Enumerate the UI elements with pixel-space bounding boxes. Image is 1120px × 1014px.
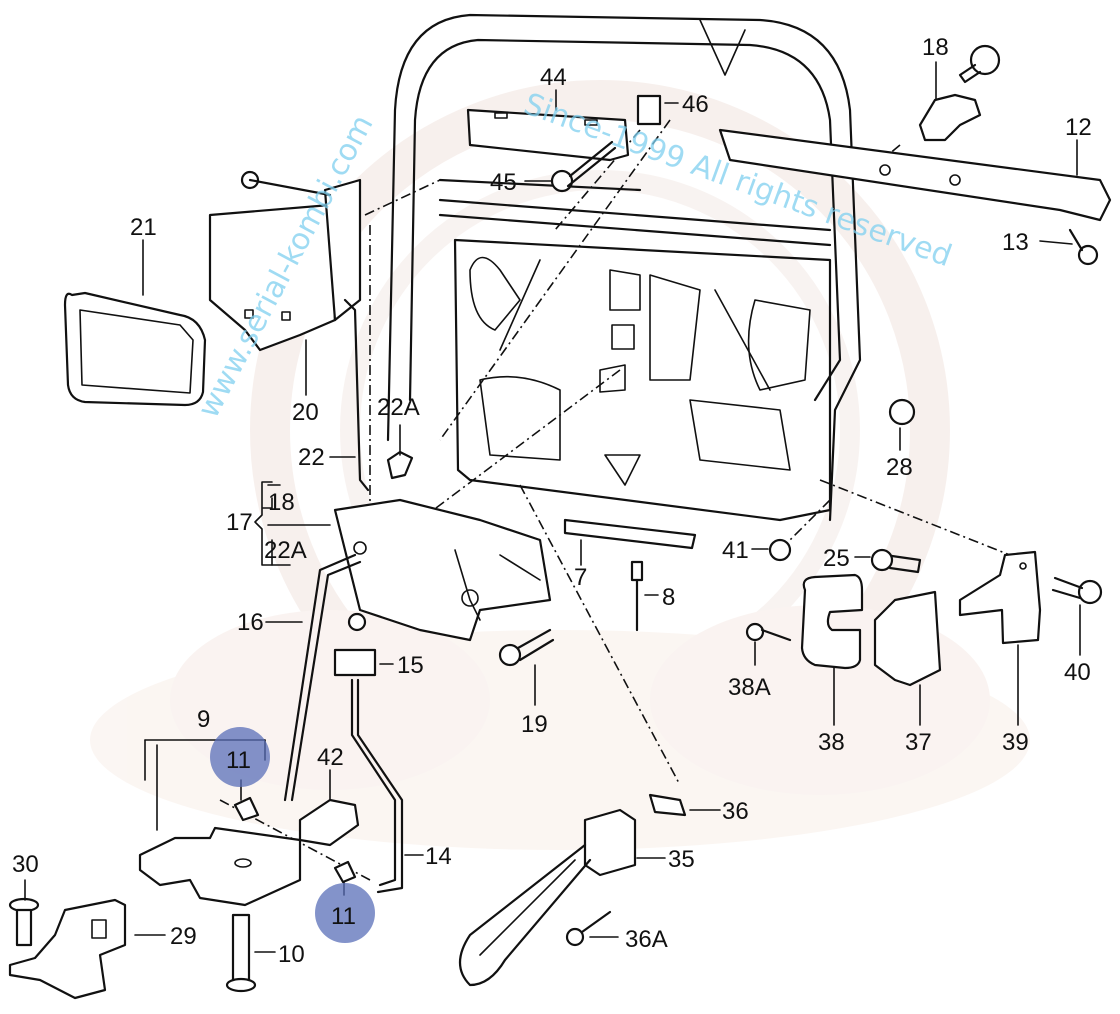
part-labels: 44 46 45 18 12 13 21 20 22A 22 17 18 22A… xyxy=(12,34,1092,968)
label-36[interactable]: 36 xyxy=(722,798,749,825)
part-38-striker-plate[interactable] xyxy=(800,573,864,670)
label-12[interactable]: 12 xyxy=(1065,114,1092,141)
label-15[interactable]: 15 xyxy=(397,652,424,679)
leader-lines xyxy=(24,61,1081,953)
label-39[interactable]: 39 xyxy=(1002,729,1029,756)
part-30-screw[interactable] xyxy=(8,897,40,947)
label-22[interactable]: 22 xyxy=(298,444,325,471)
label-17[interactable]: 17 xyxy=(226,509,253,536)
part-15-clip[interactable] xyxy=(333,612,377,677)
part-35-check-strap[interactable] xyxy=(458,808,637,987)
part-12-trim-rail[interactable] xyxy=(718,128,1112,222)
group-bracket-17 xyxy=(254,481,273,566)
label-14[interactable]: 14 xyxy=(425,843,452,870)
label-25[interactable]: 25 xyxy=(823,545,850,572)
label-22A-top[interactable]: 22A xyxy=(377,394,420,421)
part-28-grommet[interactable] xyxy=(888,398,916,426)
label-17-sub-22A[interactable]: 22A xyxy=(264,537,307,564)
label-11-upper[interactable]: 11 xyxy=(226,747,251,774)
part-19-screw[interactable] xyxy=(498,628,555,667)
part-44-bracket[interactable] xyxy=(466,108,630,162)
label-11-lower[interactable]: 11 xyxy=(331,903,356,930)
part-25-screw[interactable] xyxy=(870,548,922,574)
part-46-clip[interactable] xyxy=(636,94,662,126)
label-13[interactable]: 13 xyxy=(1002,229,1029,256)
part-16-rod[interactable] xyxy=(283,553,362,802)
label-30[interactable]: 30 xyxy=(12,851,39,878)
part-41-plug[interactable] xyxy=(768,538,792,562)
part-37-striker[interactable] xyxy=(873,590,942,687)
label-35[interactable]: 35 xyxy=(668,846,695,873)
label-29[interactable]: 29 xyxy=(170,923,197,950)
part-39-bracket[interactable] xyxy=(958,550,1042,645)
part-21-handle-bezel[interactable] xyxy=(63,291,207,407)
label-45[interactable]: 45 xyxy=(490,169,517,196)
part-11-clip-lower[interactable] xyxy=(333,860,357,884)
part-40-screw[interactable] xyxy=(1051,576,1103,605)
part-29-bracket[interactable] xyxy=(8,898,127,1000)
label-10[interactable]: 10 xyxy=(278,941,305,968)
label-8[interactable]: 8 xyxy=(662,584,675,611)
label-18[interactable]: 18 xyxy=(922,34,949,61)
door-frame xyxy=(386,13,862,522)
label-28[interactable]: 28 xyxy=(886,454,913,481)
label-9[interactable]: 9 xyxy=(197,706,210,733)
part-11-clip-upper[interactable] xyxy=(233,796,260,822)
part-8-pin[interactable] xyxy=(630,560,644,632)
highlight-part-11-upper xyxy=(210,727,270,787)
part-9-lock-base[interactable] xyxy=(138,826,302,907)
label-46[interactable]: 46 xyxy=(682,91,709,118)
part-22-rod[interactable] xyxy=(343,298,370,492)
part-20-interior-handle[interactable] xyxy=(208,170,362,352)
label-19[interactable]: 19 xyxy=(521,711,548,738)
part-38A-screw[interactable] xyxy=(745,622,792,642)
label-17-sub-18[interactable]: 18 xyxy=(268,489,295,516)
label-40[interactable]: 40 xyxy=(1064,659,1091,686)
part-10-pin[interactable] xyxy=(225,913,257,993)
part-22A-clip[interactable] xyxy=(386,450,414,480)
label-41[interactable]: 41 xyxy=(722,537,749,564)
label-42[interactable]: 42 xyxy=(317,744,344,771)
part-18-lock-cylinder[interactable] xyxy=(918,44,1001,142)
label-16[interactable]: 16 xyxy=(237,609,264,636)
part-36A-screw[interactable] xyxy=(565,910,612,947)
part-14-rod[interactable] xyxy=(350,678,404,894)
highlight-part-11-lower xyxy=(315,883,375,943)
part-7-plate[interactable] xyxy=(563,518,697,550)
label-38A[interactable]: 38A xyxy=(728,674,771,701)
label-44[interactable]: 44 xyxy=(540,64,567,91)
part-17-lock-body[interactable] xyxy=(333,498,552,642)
label-7[interactable]: 7 xyxy=(574,564,587,591)
label-37[interactable]: 37 xyxy=(905,729,932,756)
part-36-clip[interactable] xyxy=(648,793,687,817)
label-38[interactable]: 38 xyxy=(818,729,845,756)
label-21[interactable]: 21 xyxy=(130,214,157,241)
label-36A[interactable]: 36A xyxy=(625,926,668,953)
part-13-screw[interactable] xyxy=(1068,228,1099,266)
label-20[interactable]: 20 xyxy=(292,399,319,426)
